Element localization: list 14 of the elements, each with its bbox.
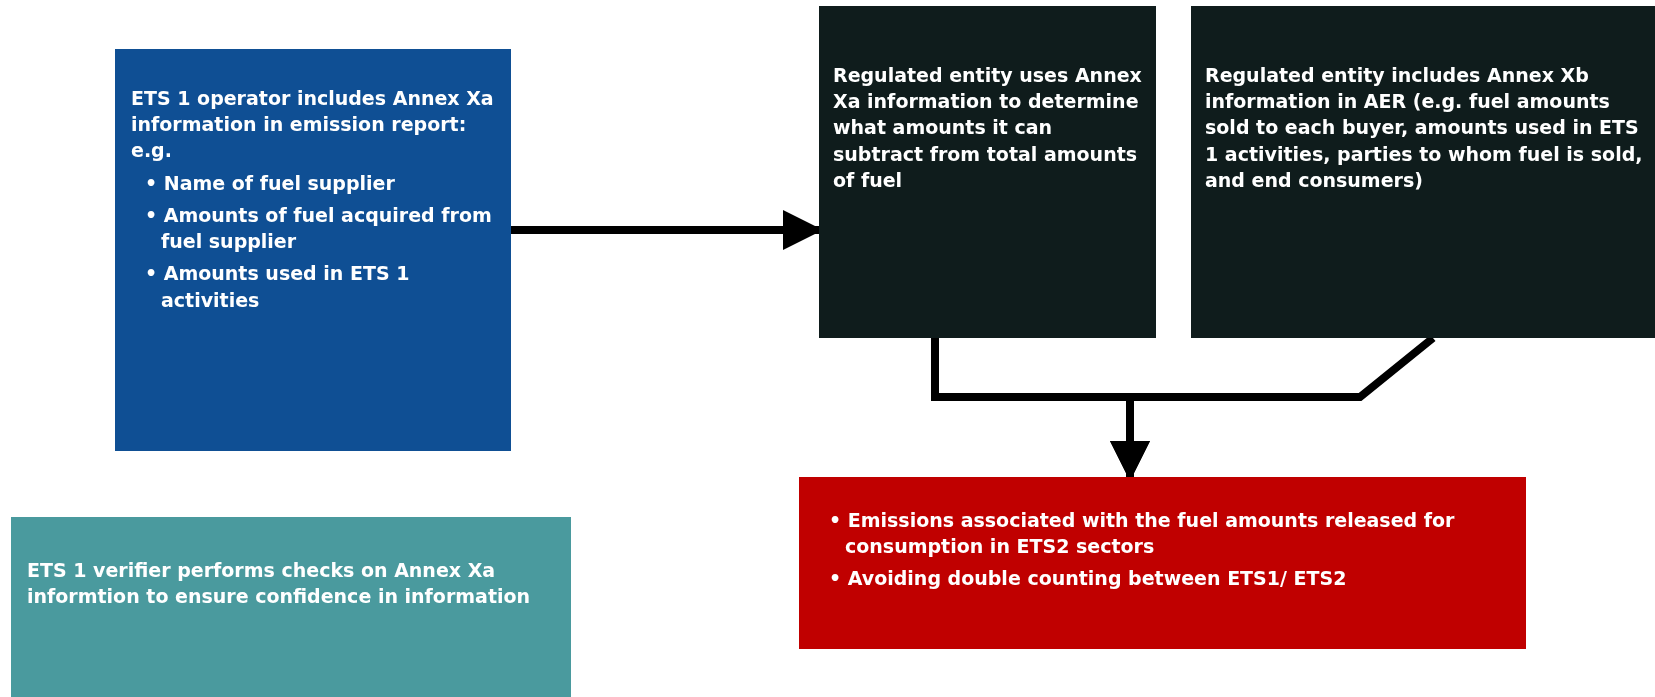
bullet-item: • Amounts used in ETS 1 activities: [145, 261, 411, 313]
bullet-item: • Amounts of fuel acquired from fuel supplier: [145, 202, 493, 255]
node-text: Regulated entity uses Annex Xa information to determine what amounts it can subtract from total amounts of fuel: [833, 63, 1142, 193]
node-heading: ETS 1 operator includes Annex Xa information in emission report: e.g.: [131, 86, 495, 164]
node-text: ETS 1 verifier performs checks on Annex Xa informtion to ensure confidence in information: [27, 558, 532, 610]
node-text: Regulated entity includes Annex Xb information in AER (e.g. fuel amounts sold to each buyer, amounts used in ETS 1 activities, parties to whom fuel is sold, and end consumers): [1205, 63, 1644, 193]
bullet-item: • Name of fuel supplier: [145, 170, 396, 196]
process-box: [11, 517, 571, 697]
process-box: [1191, 6, 1655, 338]
bullet-item: • Emissions associated with the fuel amounts released for consumption in ETS2 sectors: [829, 508, 1456, 560]
process-box: [819, 6, 1156, 338]
process-box: [799, 477, 1526, 649]
bullet-item: • Avoiding double counting between ETS1/ ETS2: [829, 566, 1348, 592]
process-box: [115, 49, 511, 451]
